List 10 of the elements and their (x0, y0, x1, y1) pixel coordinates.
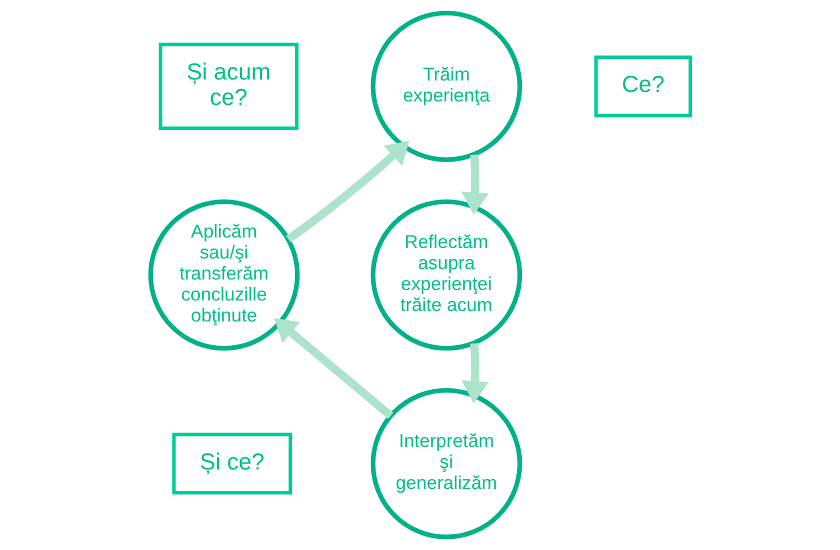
node-box: Și ce? (172, 432, 292, 494)
node-circle: Reflectăm asupra experienţei trăite acum (370, 199, 522, 351)
node-circle: Trăim experienţa (370, 10, 522, 162)
node-box: Și acum ce? (158, 42, 298, 130)
arrow (274, 318, 393, 419)
node-circle: Interpretăm şi generalizăm (370, 388, 522, 540)
arrow (286, 140, 409, 243)
arrow (460, 154, 488, 215)
node-box: Ce? (594, 56, 692, 118)
arrow (460, 343, 488, 404)
